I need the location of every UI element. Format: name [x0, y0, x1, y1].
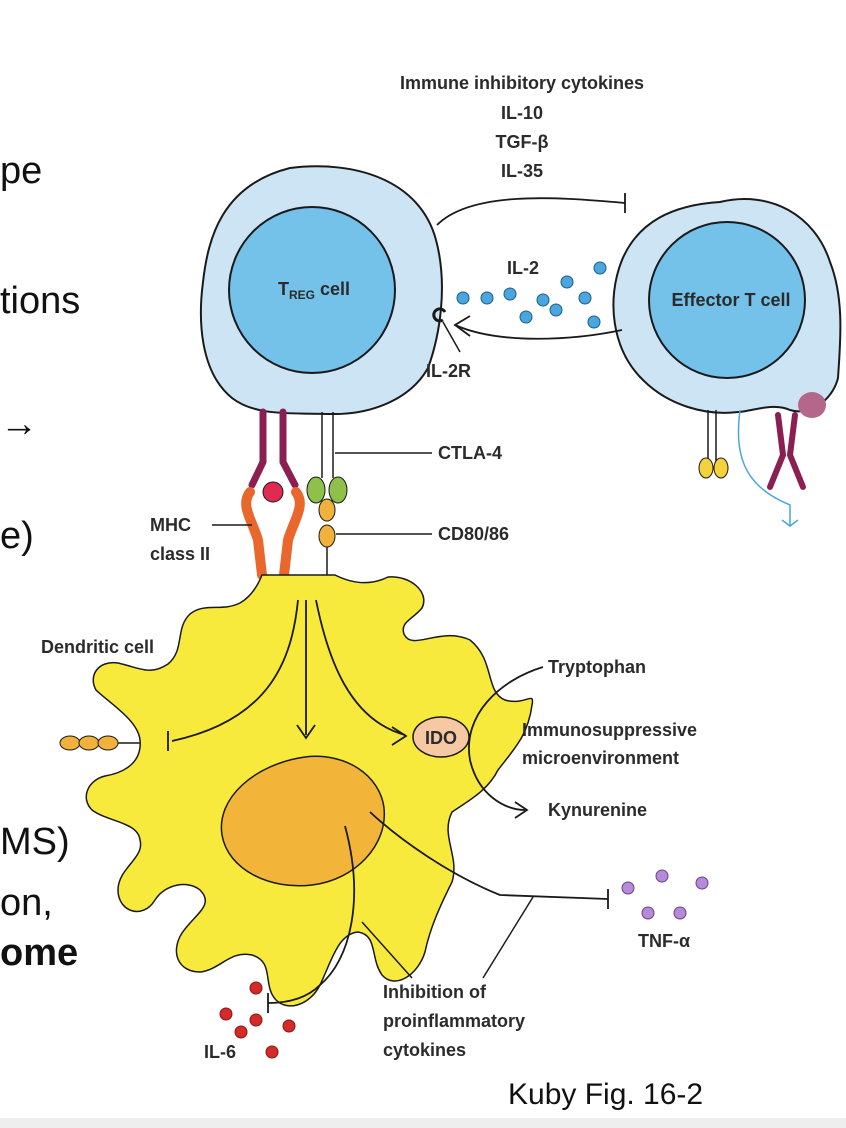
tnf-molecules: [621, 869, 709, 920]
mhc-label-line2: class II: [150, 544, 210, 564]
signal-to-costim: [171, 599, 299, 742]
cytokine-il10: IL-10: [501, 103, 543, 123]
bottom-band: [0, 1118, 846, 1128]
tryptophan-label: Tryptophan: [548, 657, 646, 677]
treg-tcr: [248, 408, 299, 489]
mhc-label-line1: MHC: [150, 515, 191, 535]
cytokine-il35: IL-35: [501, 161, 543, 181]
dendritic-cell-label: Dendritic cell: [41, 637, 154, 657]
il2r-receptor: [432, 307, 447, 323]
treg-cell-nucleus: [228, 206, 396, 374]
ctla4-domain: [328, 476, 348, 504]
inhibition-label-1: Inhibition of: [383, 982, 487, 1002]
slide-text-fragment: ome: [0, 932, 79, 974]
cd8086-domain: [318, 498, 336, 522]
signal-to-ido: [315, 599, 406, 736]
il6-molecules: [219, 981, 296, 1059]
effector-cell-nucleus: [648, 221, 806, 379]
slide-text-fragment: e): [0, 515, 34, 557]
cd8086-domain: [318, 524, 336, 548]
ido-label: IDO: [425, 728, 457, 748]
slide-text-fragment: pe: [0, 150, 43, 192]
mhc-class-ii: [241, 487, 305, 580]
il2-arrowhead: [453, 315, 471, 337]
inhibition-label-2: proinflammatory: [383, 1011, 525, 1031]
effector-t-cell: Effector T cell: [612, 198, 842, 527]
costim-molecule: [59, 735, 140, 751]
immunosuppressive-label-1: Immunosuppressive: [522, 720, 697, 740]
ctla4-domain: [306, 476, 326, 504]
il2-arrow: [454, 324, 623, 340]
effector-tcr: [767, 392, 826, 490]
il2-label: IL-2: [507, 258, 539, 278]
cytokines-heading: Immune inhibitory cytokines: [400, 73, 644, 93]
il6-label: IL-6: [204, 1042, 236, 1062]
effector-cell-label: Effector T cell: [671, 290, 790, 310]
tnf-label: TNF-α: [638, 931, 690, 951]
slide-text-fragment: on,: [0, 882, 53, 924]
figure-caption: Kuby Fig. 16-2: [508, 1078, 704, 1111]
treg-cell: TREG cell: [199, 165, 447, 416]
inhibit-tnf-line: [369, 811, 609, 900]
kynurenine-label: Kynurenine: [548, 800, 647, 820]
dendritic-cell-nucleus: [220, 755, 385, 887]
il2r-label: IL-2R: [426, 361, 471, 381]
slide-text-fragment: tions: [0, 280, 81, 322]
signal-to-ido-head: [391, 726, 408, 746]
slide-text-fragment: MS): [0, 821, 70, 863]
il2r-leader: [442, 321, 461, 353]
slide-text-fragment: →: [0, 403, 38, 445]
ctla4-label: CTLA-4: [438, 443, 502, 463]
signal-to-nucleus-head: [296, 724, 316, 740]
treg-cell-label: TREG cell: [278, 279, 350, 302]
il2-molecules: [456, 261, 607, 329]
cytokine-tgf-beta: TGF-β: [496, 132, 549, 152]
dendritic-cell: [85, 574, 534, 1007]
inhibit-il6-line: [267, 825, 355, 1004]
tryptophan-kynurenine-pathway: [468, 666, 544, 811]
peptide-antigen: [262, 481, 284, 503]
inhibition-leader: [361, 921, 413, 979]
effector-ctla4-receptor: [698, 410, 729, 479]
effector-signal-line: [737, 409, 791, 526]
effector-signal-tip: [781, 519, 799, 527]
inhibitory-cytokine-arrow: [436, 197, 626, 226]
inhibition-label-3: cytokines: [383, 1040, 466, 1060]
immunosuppressive-label-2: microenvironment: [522, 748, 679, 768]
cd8086-label: CD80/86: [438, 524, 509, 544]
inhibition-leader: [482, 896, 534, 979]
kynurenine-arrowhead: [514, 801, 529, 819]
